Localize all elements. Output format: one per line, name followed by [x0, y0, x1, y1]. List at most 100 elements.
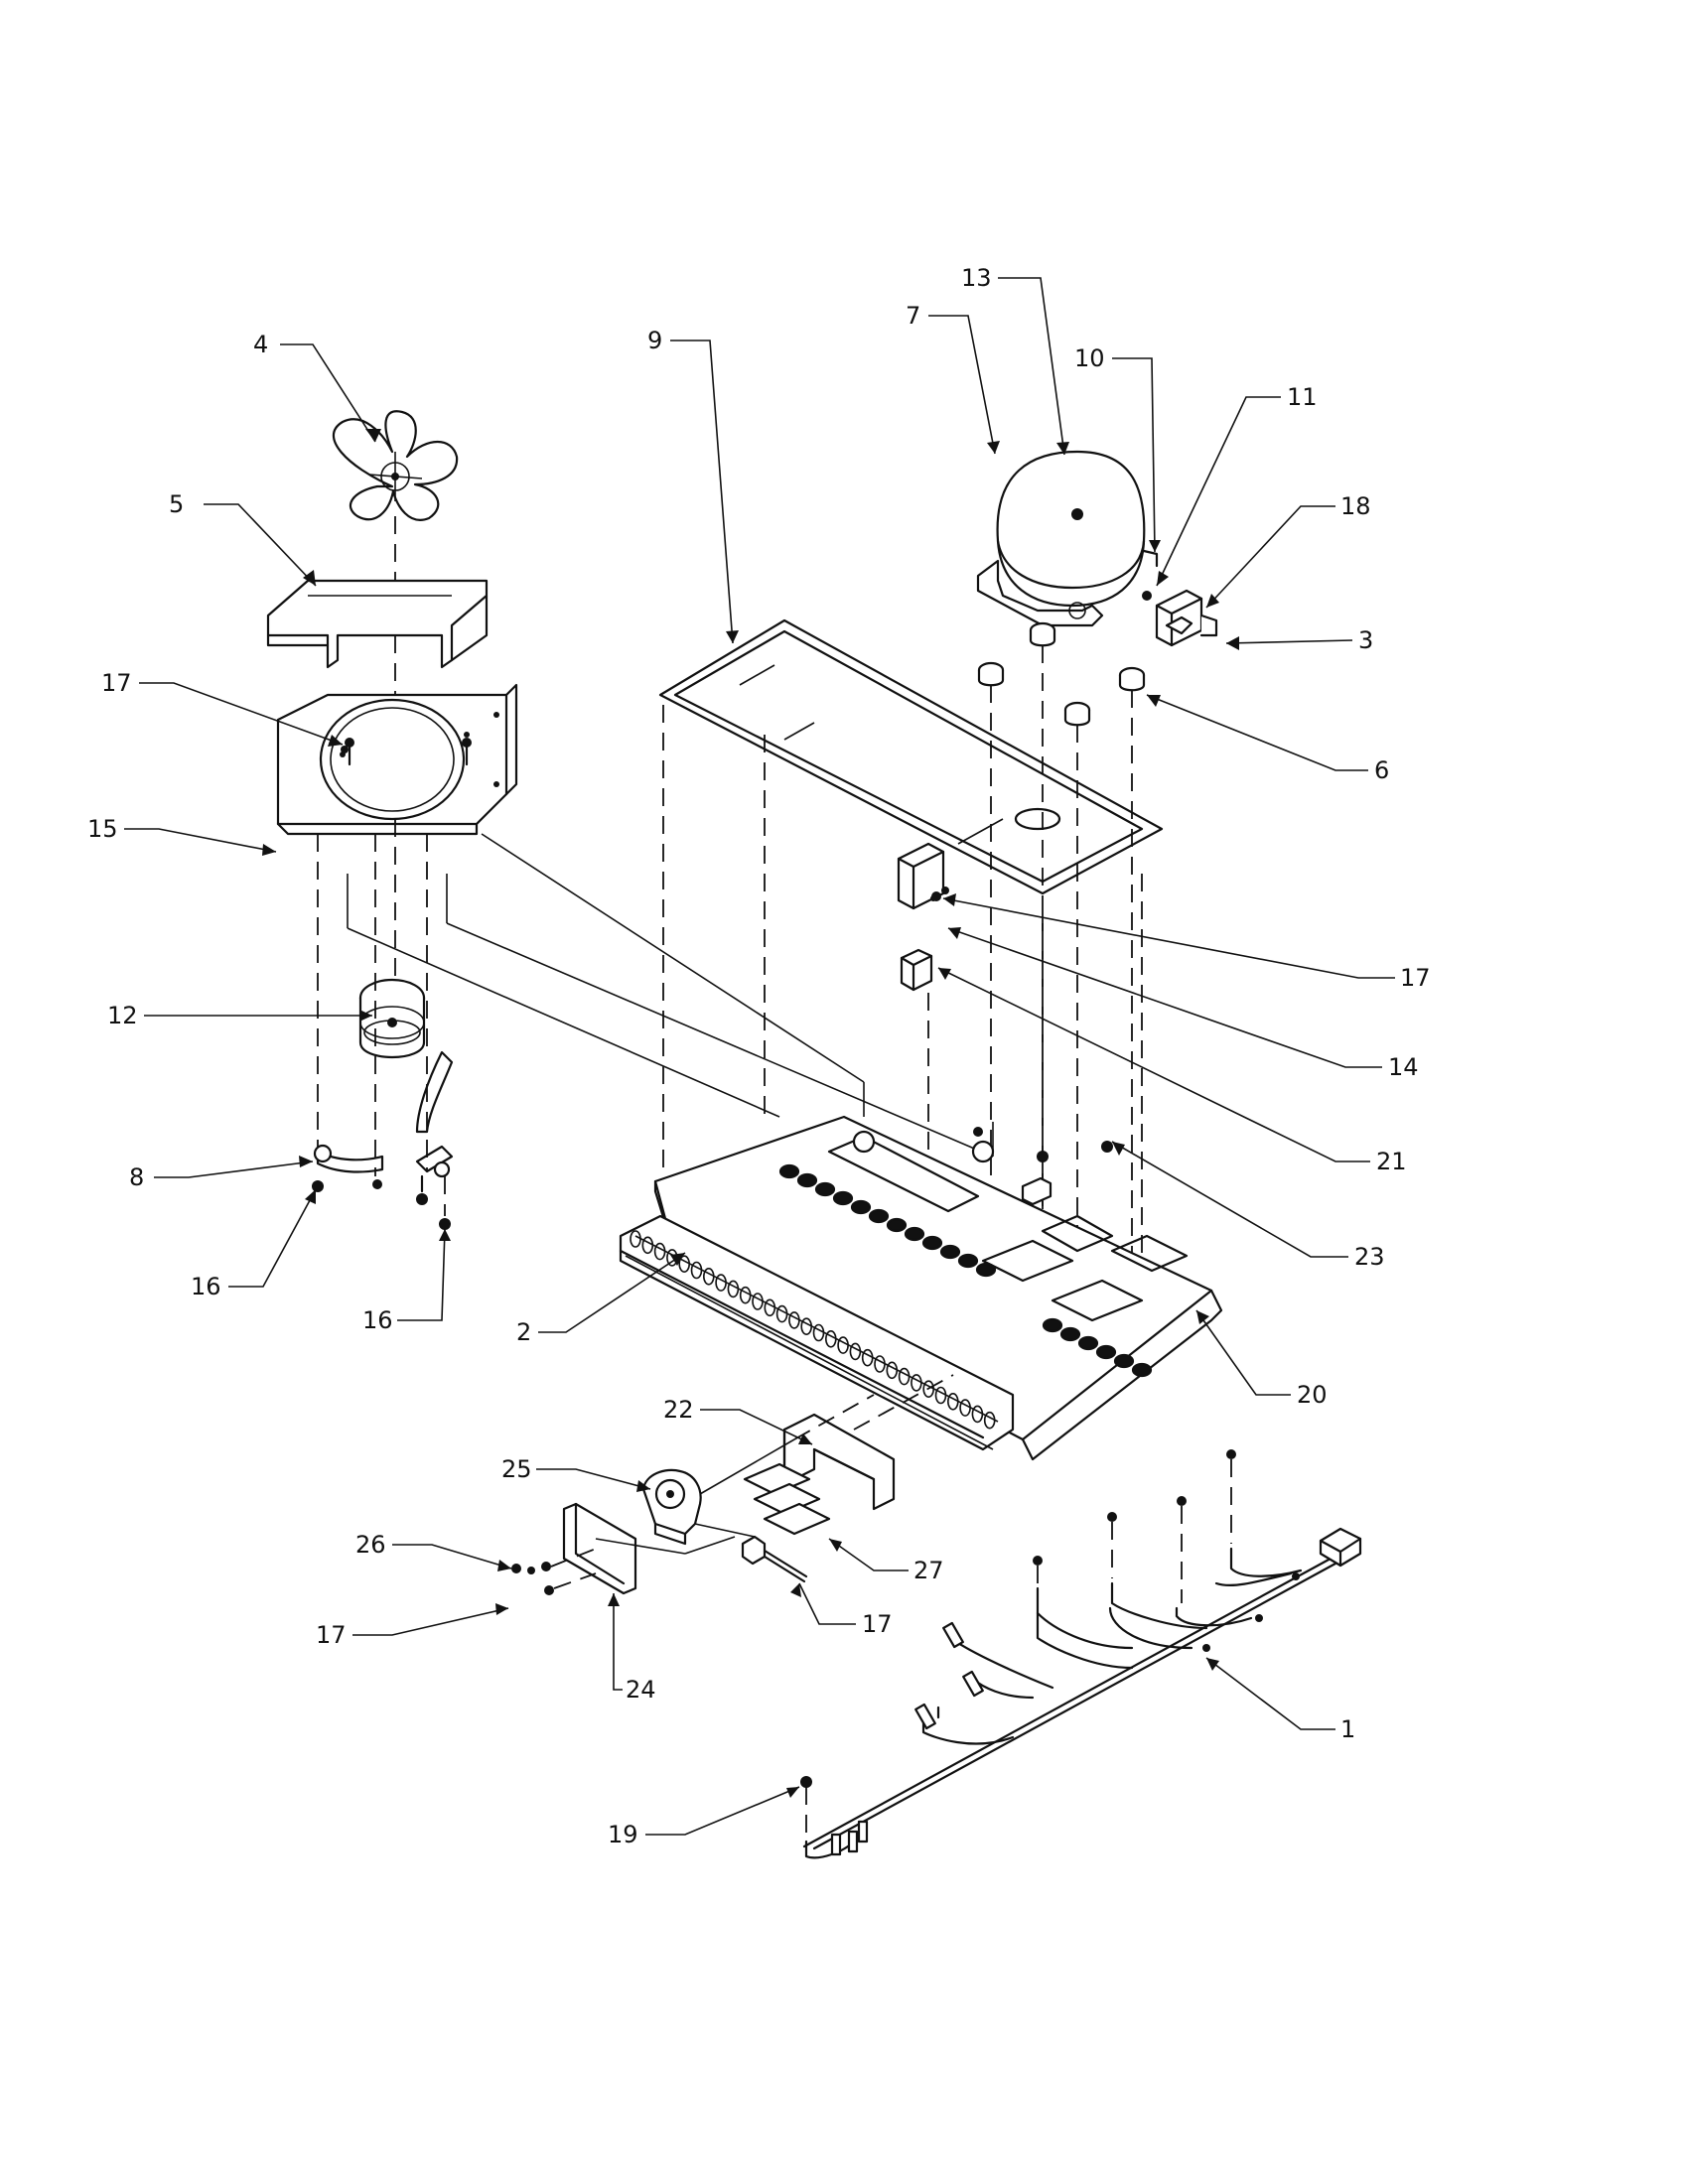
base-fin — [850, 1199, 872, 1215]
base-fin — [904, 1226, 925, 1242]
callout-8: 8 — [129, 1163, 144, 1191]
base-fin — [886, 1217, 908, 1233]
compressor — [976, 450, 1159, 627]
callout-2: 2 — [516, 1318, 531, 1346]
coil-fin — [690, 1261, 703, 1280]
base-fin — [921, 1235, 943, 1251]
callout-15: 15 — [87, 815, 118, 843]
callout-21: 21 — [1376, 1148, 1407, 1175]
coil-fin — [812, 1323, 825, 1342]
base-fins — [778, 1163, 1153, 1378]
base-fin — [1059, 1326, 1081, 1342]
base-fin — [1113, 1353, 1135, 1369]
callout-18: 18 — [1340, 492, 1371, 520]
fan-shroud — [266, 579, 489, 669]
callout-6: 6 — [1374, 756, 1389, 784]
fan-axis-lines — [317, 516, 446, 1216]
base-fin — [1095, 1344, 1117, 1360]
coil-fin — [861, 1348, 874, 1367]
callout-17: 17 — [101, 669, 132, 697]
coil-fin — [874, 1355, 886, 1373]
coil-fin — [788, 1311, 800, 1329]
leader-arrowheads — [262, 429, 1239, 1798]
coil-fin — [849, 1342, 862, 1361]
coil-fin — [886, 1361, 899, 1380]
callout-14: 14 — [1388, 1053, 1419, 1081]
capacitor-14 — [897, 842, 949, 910]
callout-17: 17 — [1400, 964, 1431, 992]
motor-mounts — [313, 1050, 454, 1193]
capacitor-21 — [900, 948, 933, 992]
callout-11: 11 — [1287, 383, 1318, 411]
base-fin — [1131, 1362, 1153, 1378]
coil-fin — [739, 1286, 752, 1304]
callout-24: 24 — [626, 1676, 656, 1704]
coil-fin — [678, 1255, 691, 1273]
control-wires — [595, 1374, 954, 1555]
coil-fin — [959, 1399, 971, 1417]
coil-fin — [764, 1298, 776, 1317]
sensor-element — [741, 1535, 808, 1583]
base-fin — [778, 1163, 800, 1179]
terminal-bracket — [743, 1462, 831, 1536]
coil-fin — [727, 1280, 740, 1298]
fan-motor — [358, 978, 426, 1058]
drain-pan — [658, 618, 1164, 895]
coil-fin — [752, 1293, 764, 1310]
callout-16: 16 — [362, 1306, 393, 1334]
callout-4: 4 — [253, 331, 268, 358]
callout-13: 13 — [961, 264, 992, 292]
callout-17: 17 — [862, 1610, 893, 1638]
callout-17: 17 — [316, 1621, 347, 1649]
callout-22: 22 — [663, 1396, 694, 1424]
coil-fin — [702, 1268, 715, 1286]
callout-10: 10 — [1074, 344, 1105, 372]
fan-blade — [332, 410, 459, 521]
coil-fin — [800, 1317, 813, 1335]
callout-3: 3 — [1358, 626, 1373, 654]
callout-27: 27 — [913, 1557, 944, 1584]
callout-25: 25 — [501, 1455, 532, 1483]
base-fin — [939, 1244, 961, 1260]
control-plate — [562, 1502, 637, 1595]
coil-fin — [775, 1304, 788, 1323]
base-fin — [814, 1181, 836, 1197]
coil-fin — [934, 1386, 947, 1405]
callout-12: 12 — [107, 1002, 138, 1029]
base-fin — [796, 1172, 818, 1188]
coil-fin — [653, 1242, 666, 1261]
base-fin — [1042, 1317, 1063, 1333]
base-fin — [957, 1253, 979, 1269]
screws-bracket — [341, 738, 472, 766]
coil-fins — [630, 1230, 996, 1430]
base-fin — [832, 1190, 854, 1206]
pan-axis-lines — [662, 705, 766, 1171]
defrost-timer — [641, 1468, 702, 1546]
callout-19: 19 — [608, 1821, 638, 1848]
coil-fin — [911, 1374, 922, 1392]
base-fin — [975, 1262, 997, 1278]
coil-fin — [824, 1330, 837, 1348]
base-screws — [973, 1127, 1113, 1162]
bracket-guide-lines — [347, 833, 994, 1158]
callout-20: 20 — [1297, 1381, 1328, 1409]
coil-fin — [946, 1393, 959, 1411]
harness-screws — [800, 1449, 1236, 1840]
plate-screws — [511, 1548, 597, 1595]
callout-5: 5 — [169, 490, 184, 518]
grommets — [977, 621, 1146, 727]
coil-fin — [898, 1367, 911, 1386]
coil-fin — [715, 1274, 727, 1292]
callout-23: 23 — [1354, 1243, 1385, 1271]
callout-labels: 4 5 17 15 12 8 16 16 9 7 13 10 11 18 3 6… — [87, 264, 1431, 1848]
fan-screws — [312, 1179, 451, 1230]
coil-fin — [837, 1336, 849, 1354]
callout-16: 16 — [191, 1273, 221, 1300]
coil-fin — [983, 1411, 996, 1430]
coil-fin — [971, 1405, 984, 1424]
relay-overload — [1142, 589, 1218, 647]
callout-9: 9 — [647, 327, 662, 354]
leader-lines — [124, 277, 1395, 1836]
callout-7: 7 — [906, 302, 920, 330]
